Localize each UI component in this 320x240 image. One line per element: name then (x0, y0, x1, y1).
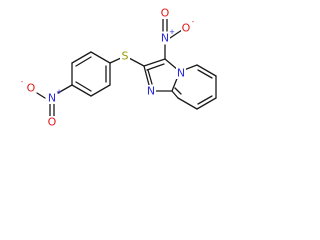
bond (197, 69, 213, 79)
nitro-oxygen-left-minus: O - (21, 78, 36, 95)
bond (174, 87, 182, 95)
nitro-nitrogen-top: N + (160, 28, 175, 45)
bridgehead-nitrogen: N (176, 67, 186, 80)
ring-nitrogen: N (146, 85, 156, 98)
bond (75, 56, 92, 67)
bond (109, 57, 122, 64)
bond (197, 95, 213, 105)
nitro-n-top-label: N (161, 32, 169, 45)
bond (90, 84, 111, 97)
bond (164, 58, 179, 71)
atom-labels: S N + O O - N N (21, 7, 195, 129)
bond (183, 64, 198, 71)
nitro-n-top-charge: + (169, 28, 175, 36)
bond (71, 84, 92, 97)
bond (147, 69, 153, 85)
nitro-n-left-charge: + (56, 88, 62, 96)
bond (196, 97, 217, 110)
nitro-o-left-minus-label: O (27, 82, 36, 95)
nitro-o-left-label: O (48, 116, 57, 129)
bonds (36, 18, 217, 117)
nitro-o-left-minus-charge: - (21, 78, 24, 86)
bond (143, 65, 150, 86)
bond (171, 90, 179, 99)
nitro-oxygen-top: O (160, 7, 170, 20)
nitro-n-left-label: N (48, 92, 56, 105)
nitro-o-top-label: O (161, 7, 170, 20)
bond (71, 51, 92, 64)
sulfur-atom: S (120, 50, 130, 63)
nitro-o-top-minus-label: O (182, 22, 191, 35)
sulfur-label: S (122, 50, 129, 63)
bridgehead-n-label: N (177, 67, 185, 80)
bond (177, 97, 198, 110)
bond (36, 92, 46, 99)
bond (143, 58, 166, 67)
bond (57, 84, 73, 94)
chemical-structure: S N + O O - N N (21, 7, 217, 129)
bond (90, 51, 111, 64)
nitro-nitrogen-left: N + (47, 88, 62, 105)
ring-n-label: N (147, 85, 155, 98)
bond (196, 64, 217, 77)
nitro-oxygen-left: O (47, 116, 57, 129)
bond (128, 57, 145, 67)
nitro-o-top-minus-charge: - (192, 18, 195, 26)
bond (75, 81, 92, 92)
bond (169, 29, 183, 39)
bond (146, 63, 165, 71)
nitro-oxygen-top-minus: O - (181, 18, 195, 35)
